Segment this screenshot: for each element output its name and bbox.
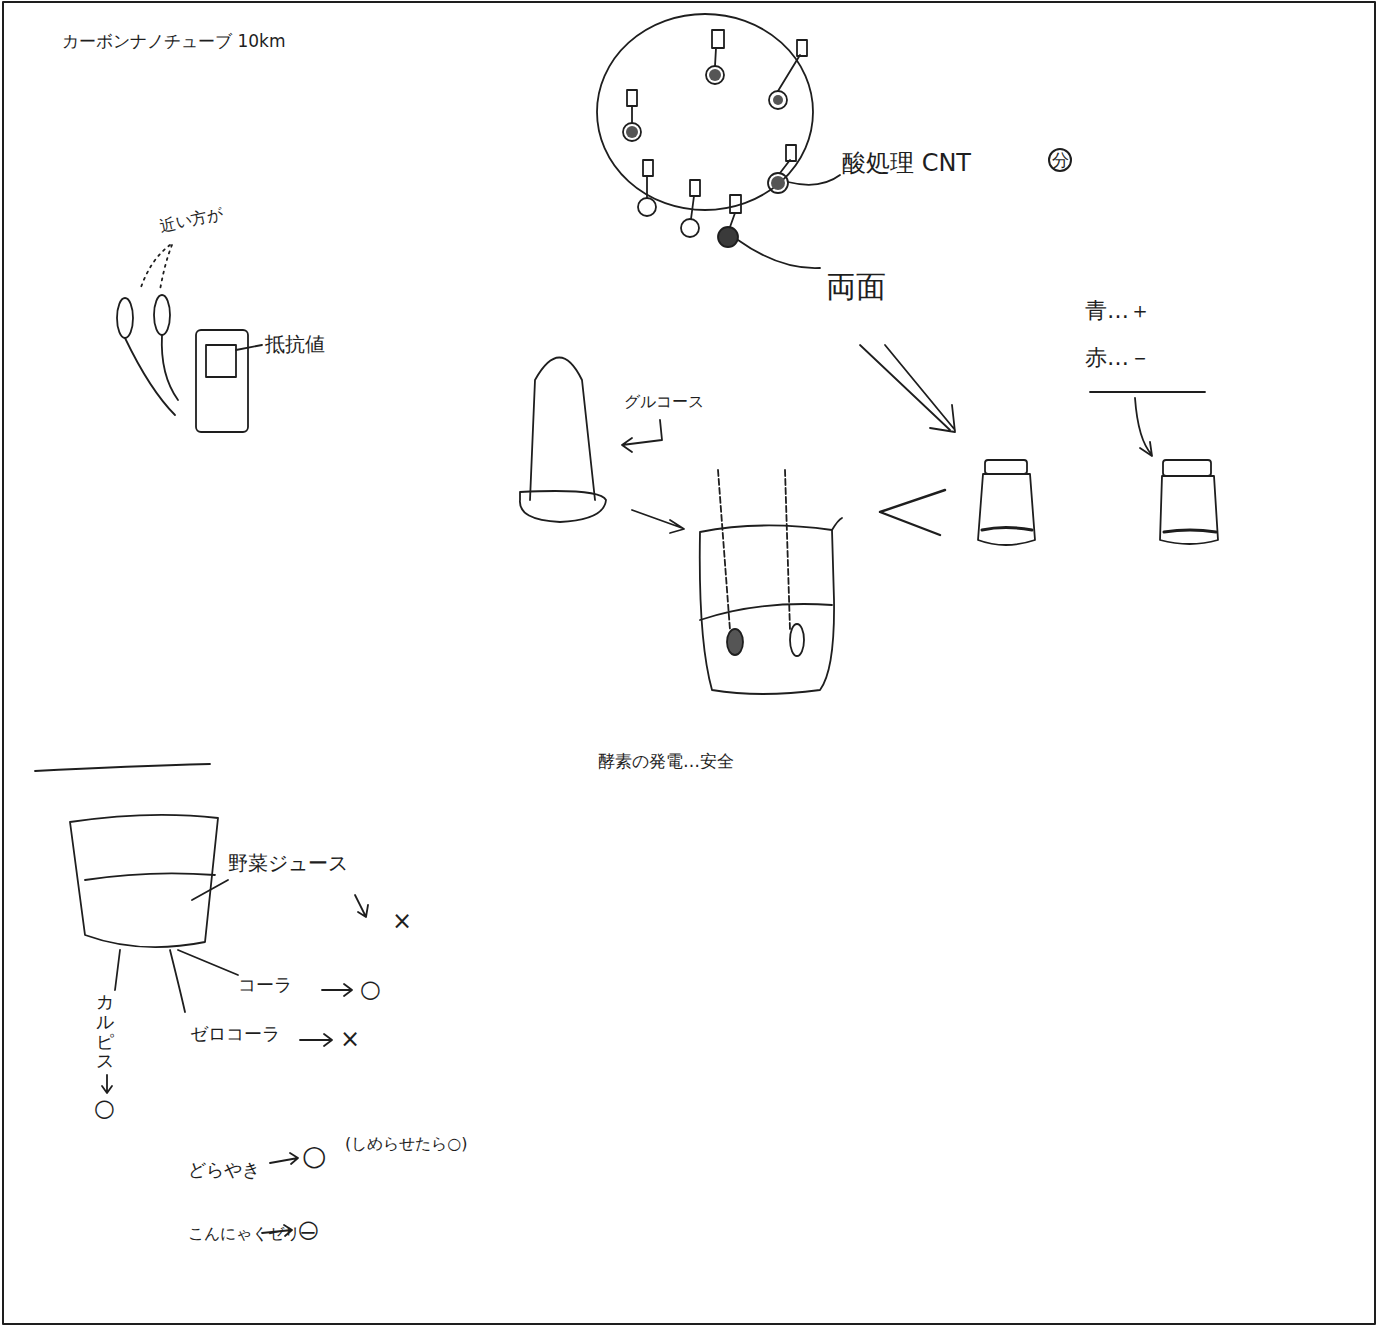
arrow <box>300 1034 332 1046</box>
arrow <box>270 1153 298 1164</box>
separator-line <box>35 764 210 771</box>
sample-name: どらやき <box>188 1160 260 1181</box>
polarity-note: 青…＋ <box>1085 298 1151 323</box>
page-frame <box>3 2 1375 1324</box>
arrow <box>102 1075 112 1093</box>
arrow <box>322 984 352 996</box>
result-mark: ○ <box>302 1140 326 1172</box>
leader-line <box>788 175 840 185</box>
result-mark: × <box>392 908 412 936</box>
liquid-level <box>85 873 215 880</box>
leader-line <box>236 345 262 350</box>
sheet-dish <box>597 14 813 210</box>
leader-line <box>192 880 228 900</box>
result-mark: × <box>340 1026 360 1054</box>
sample-name: 野菜ジュース <box>228 852 348 875</box>
cnt-electrodes <box>623 30 807 247</box>
electrode <box>117 298 133 338</box>
part-name: 酸処理 CNT <box>842 150 971 178</box>
sample-name: ゼロコーラ <box>190 1024 280 1045</box>
leader-line <box>115 950 120 990</box>
electrode <box>727 629 743 655</box>
wire <box>718 470 790 630</box>
note: 酵素の発電…安全 <box>598 752 734 772</box>
note: 近い方が <box>158 205 224 236</box>
lead-wire <box>125 335 178 415</box>
arrow <box>880 490 945 535</box>
result-mark: ○ <box>360 976 381 1004</box>
sample-name: コーラ <box>238 975 292 996</box>
arrow <box>632 510 684 533</box>
tube <box>530 358 595 501</box>
sample-name: カルピス <box>96 992 114 1071</box>
beaker <box>70 815 218 947</box>
arrow <box>355 895 368 917</box>
sample-name: こんにゃくゼリー <box>188 1225 316 1243</box>
arrow <box>622 420 662 452</box>
circled-mark: 分 <box>1048 148 1072 172</box>
vial <box>978 460 1035 545</box>
tester-display <box>206 345 236 377</box>
leader-line <box>178 950 238 975</box>
tube-cap <box>520 491 606 522</box>
underline <box>1090 391 1205 393</box>
vial <box>1160 460 1218 544</box>
leader-line <box>170 950 185 1012</box>
electrode <box>790 624 804 656</box>
part-name: 両面 <box>826 270 886 305</box>
liquid-level <box>700 604 832 620</box>
leader-line <box>738 240 820 268</box>
beaker-lip <box>832 518 842 530</box>
dotted-guide <box>140 245 172 290</box>
result-mark: ○ <box>298 1216 319 1244</box>
title-note: カーボンナノチューブ 10km <box>62 32 285 52</box>
result-mark: ○ <box>94 1095 115 1123</box>
part-name: グルコース <box>624 393 704 411</box>
polarity-note: 赤…－ <box>1085 345 1151 370</box>
note: (しめらせたら○) <box>345 1135 467 1153</box>
beaker <box>700 525 834 694</box>
part-name: 抵抗値 <box>265 333 325 356</box>
electrode <box>154 295 170 335</box>
arrow <box>1135 398 1152 456</box>
arrow <box>860 345 955 432</box>
tester <box>196 330 248 432</box>
